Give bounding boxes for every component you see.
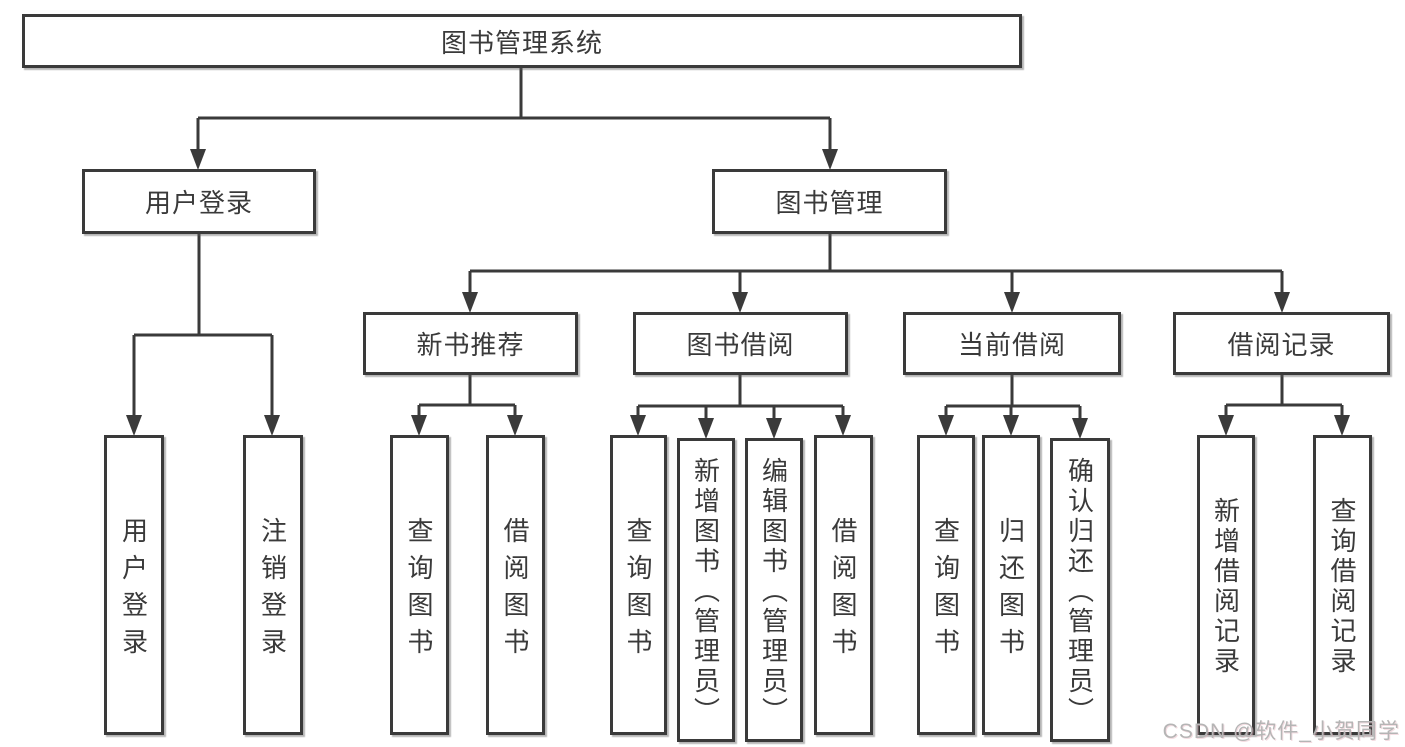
node-label: 图书借阅 [686,330,795,360]
node-label: 查询图书 [623,516,653,665]
node-label: 查询图书 [930,516,961,665]
node-leaf-user-login: 用户登录 [104,435,164,735]
node-leaf-edit-books-admin: 编辑图书（管理员） [745,438,803,742]
node-leaf-logout: 注销登录 [243,435,303,735]
node-label: 用户登录 [118,516,149,665]
node-leaf-return-books: 归还图书 [982,435,1040,735]
node-book-management: 图书管理 [712,169,947,234]
node-leaf-borrow-books-borrowing: 借阅图书 [814,435,873,735]
node-leaf-query-books-current: 查询图书 [917,435,975,735]
node-label: 新增借阅记录 [1210,497,1241,677]
node-current-borrowing: 当前借阅 [903,312,1121,375]
node-label: 用户登录 [144,188,253,218]
node-library-management-system: 图书管理系统 [22,14,1022,68]
node-leaf-add-books-admin: 新增图书（管理员） [677,438,735,742]
node-leaf-query-books-recommend: 查询图书 [390,435,449,735]
node-leaf-confirm-return-admin: 确认归还（管理员） [1050,438,1110,742]
csdn-watermark: CSDN @软件_小贺同学 [1162,720,1400,743]
node-label: 查询借阅记录 [1327,497,1357,677]
node-label: 图书管理系统 [440,27,603,58]
node-label: 借阅图书 [828,516,858,665]
node-label: 借阅图书 [500,516,530,665]
node-leaf-borrow-books-recommend: 借阅图书 [486,435,545,735]
node-leaf-add-borrow-record: 新增借阅记录 [1197,435,1255,735]
node-label: 图书管理 [775,188,884,218]
node-label: 新书推荐 [416,330,525,360]
node-leaf-query-borrow-record: 查询借阅记录 [1313,435,1372,735]
node-user-login: 用户登录 [82,169,316,234]
node-label: 查询图书 [404,516,434,665]
node-label: 借阅记录 [1227,330,1336,360]
node-label: 归还图书 [995,516,1026,665]
node-label: 当前借阅 [957,330,1066,360]
node-label: 编辑图书（管理员） [758,457,789,727]
node-leaf-query-books-borrowing: 查询图书 [610,435,667,735]
node-label: 新增图书（管理员） [690,457,721,727]
node-book-borrowing: 图书借阅 [633,312,848,375]
node-borrowing-records: 借阅记录 [1173,312,1390,375]
node-new-book-recommendation: 新书推荐 [363,312,578,375]
node-label: 确认归还（管理员） [1064,457,1095,727]
node-label: 注销登录 [257,516,288,665]
